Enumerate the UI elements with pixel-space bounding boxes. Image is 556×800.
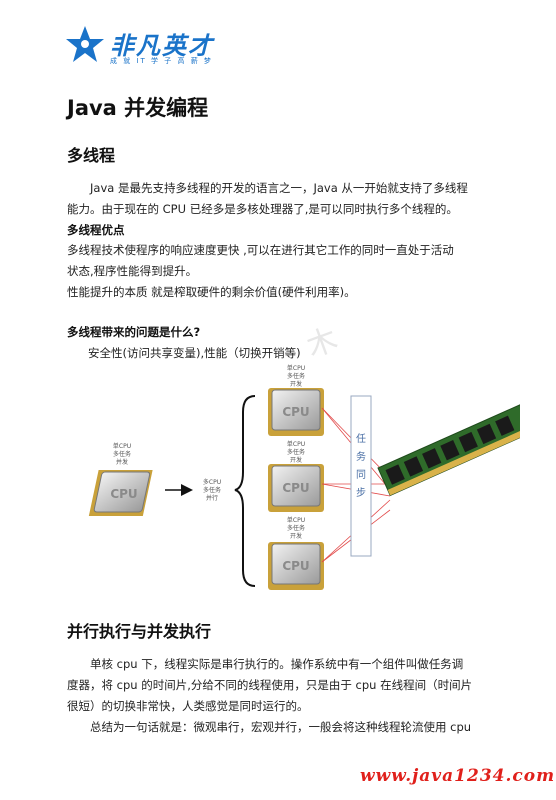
advantages-line-2: 状态,程序性能得到提升。 [67,264,198,278]
section2-line-3: 很短）的切换非常快，人类感觉是同时运行的。 [67,699,309,713]
intro-line-2: 能力。由于现在的 CPU 已经多是多核处理器了,是可以同时执行多个线程的。 [67,202,458,216]
arrow-label-2: 多任务 [203,486,221,494]
section-heading-parallel-vs-concurrent: 并行执行与并发执行 [67,622,212,641]
task-sync-box [350,395,372,557]
left-cpu-label-2: 多任务 [113,450,131,458]
section-heading-multithreading: 多线程 [67,146,116,165]
footer-url[interactable]: www.java1234.com [360,766,556,786]
cpu3-chip-text: CPU [282,559,309,573]
sync-char-1: 任 [356,432,366,445]
page-title: Java 并发编程 [67,96,209,120]
cpu1-label-3: 开发 [290,380,302,388]
problems-text: 安全性(访问共享变量),性能（切换开销等) [88,346,301,360]
section2-line-1: 单核 cpu 下，线程实际是串行执行的。操作系统中有一个组件叫做任务调 [90,657,464,671]
cpu3-label-2: 多任务 [287,524,305,532]
cpu3-label-3: 开发 [290,532,302,540]
sync-char-2: 务 [356,450,366,463]
cpu2-label-1: 单CPU [287,440,305,448]
cpu1-chip-icon: CPU [268,388,324,436]
logo-slogan: 成 就 IT 学 子 高 薪 梦 [110,57,213,65]
cpu2-chip-text: CPU [282,481,309,495]
watermark-glyph: 木 [302,321,343,365]
section2-line-2: 度器，将 cpu 的时间片,分给不同的线程使用，只是由于 cpu 在线程间（时间… [67,678,473,692]
memory-module-icon [377,403,520,497]
intro-line-1: Java 是最先支持多线程的开发的语言之一，Java 从一开始就支持了多线程 [90,181,468,195]
sync-char-4: 步 [356,487,366,499]
cpu2-label-2: 多任务 [287,448,305,456]
left-cpu-label-3: 并发 [116,458,128,466]
advantages-heading: 多线程优点 [67,223,125,237]
cpu1-label-2: 多任务 [287,372,305,380]
left-cpu-label-1: 单CPU [113,442,131,450]
arrow-label-1: 多CPU [203,478,221,486]
cpu-diagram: 单CPU 多任务 并发 CPU 多CPU 多任务 并行 单CPU 多任务 开发 … [88,364,520,590]
logo-star-icon [66,26,104,62]
cpu3-label-1: 单CPU [287,516,305,524]
cpu3-chip-icon: CPU [268,542,324,590]
left-cpu-chip-icon: CPU [88,470,153,516]
cpu2-label-3: 开发 [290,456,302,464]
left-cpu-chip-text: CPU [110,487,137,501]
advantages-line-1: 多线程技术使程序的响应速度更快 ,可以在进行其它工作的同时一直处于活动 [67,243,454,257]
logo-name: 非凡英才 [110,32,214,60]
sync-char-3: 同 [356,469,366,481]
group-brace [234,395,256,587]
problems-heading: 多线程带来的问题是什么? [67,325,201,339]
cpu1-label-1: 单CPU [287,364,305,372]
section2-line-4: 总结为一句话就是：微观串行，宏观并行，一般会将这种线程轮流使用 cpu [90,720,472,734]
cpu1-chip-text: CPU [282,405,309,419]
cpu2-chip-icon: CPU [268,464,324,512]
arrow-label-3: 并行 [206,494,218,502]
advantages-line-3: 性能提升的本质 就是榨取硬件的剩余价值(硬件利用率)。 [67,285,356,299]
